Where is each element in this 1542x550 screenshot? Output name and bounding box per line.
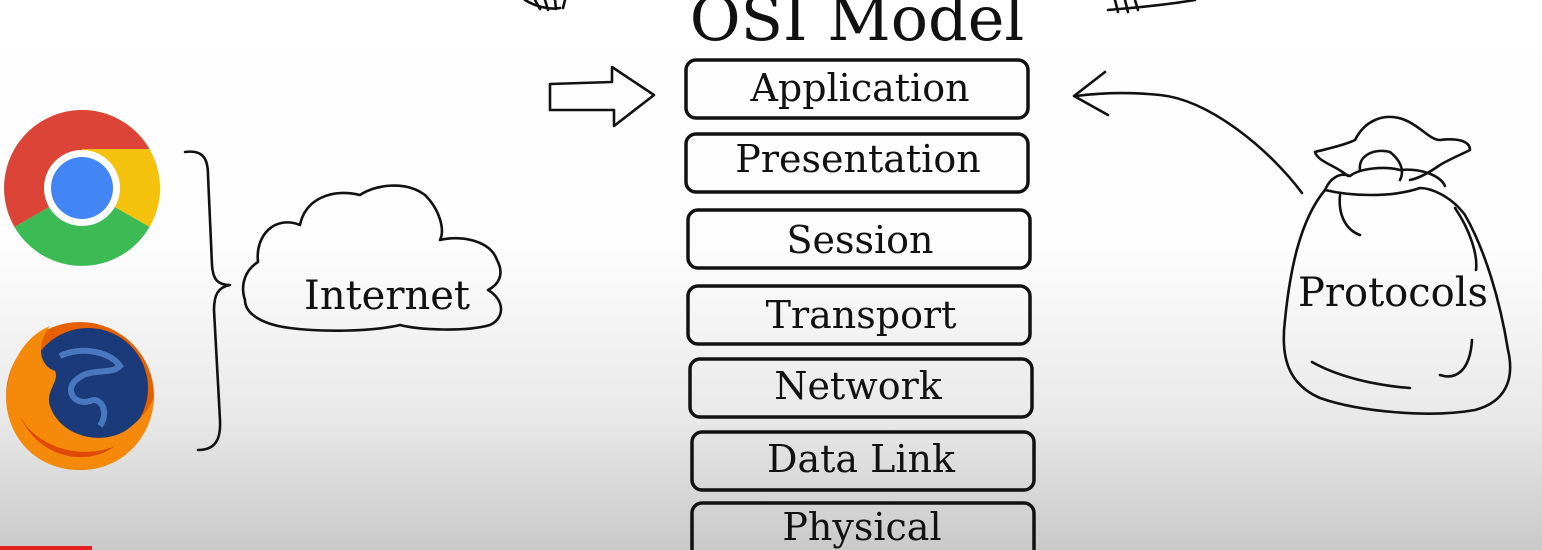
layer-session: Session (686, 208, 1032, 270)
curved-arrow-icon (1072, 70, 1304, 195)
cloud-label: Internet (304, 273, 470, 319)
top-right-scribble (1106, 0, 1197, 14)
layer-label: Data Link (767, 437, 956, 481)
layer-network: Network (688, 357, 1034, 419)
bag-icon: Protocols (1282, 115, 1512, 415)
cloud-icon: Internet (241, 184, 503, 332)
bag-label: Protocols (1298, 270, 1488, 316)
layer-label: Application (749, 66, 969, 110)
layer-label: Session (786, 218, 933, 262)
layer-label: Transport (766, 293, 957, 337)
top-left-scribble (523, 0, 567, 12)
layer-transport: Transport (686, 284, 1032, 346)
outline-arrow-icon (548, 65, 656, 128)
curly-brace (183, 150, 232, 452)
layer-label: Physical (782, 505, 941, 549)
layer-presentation: Presentation (684, 132, 1030, 194)
video-progress-bar (0, 546, 92, 550)
layer-data-link: Data Link (690, 430, 1036, 492)
diagram-title: OSI Model (690, 0, 1025, 55)
layer-physical: Physical (690, 501, 1036, 550)
firefox-logo-icon (6, 322, 154, 470)
layer-label: Presentation (735, 137, 980, 181)
chrome-logo-icon (4, 110, 161, 266)
layer-application: Application (684, 58, 1030, 120)
layer-label: Network (774, 364, 943, 408)
